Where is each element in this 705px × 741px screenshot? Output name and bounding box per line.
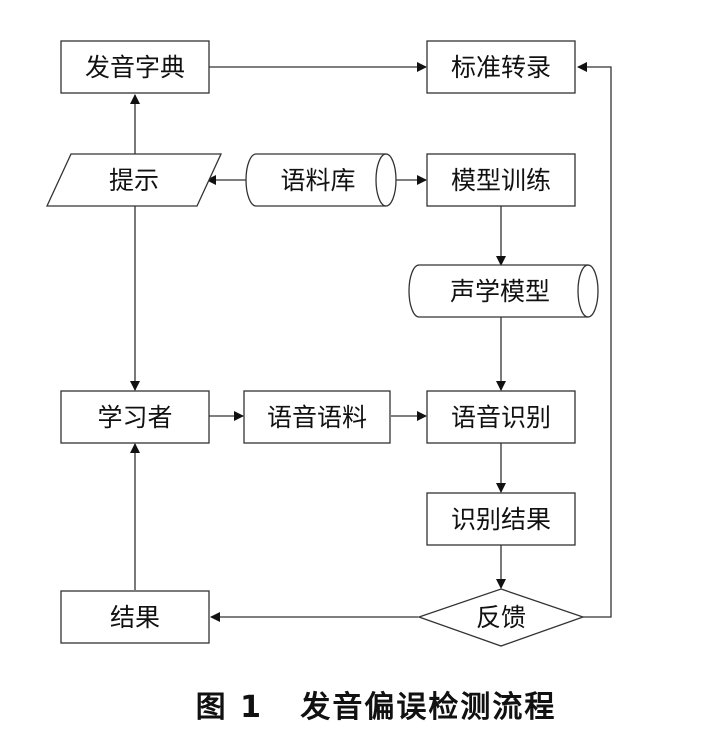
node-label: 语音语料 — [267, 403, 367, 432]
node-feedback: 反馈 — [417, 588, 585, 647]
node-speech-corpus: 语音语料 — [243, 390, 391, 444]
node-recognition-result: 识别结果 — [426, 492, 576, 546]
figure-caption: 图 1 发音偏误检测流程 — [196, 690, 557, 725]
node-speech-recognition: 语音识别 — [426, 390, 576, 444]
node-label: 提示 — [109, 166, 159, 195]
node-corpus: 语料库 — [245, 153, 397, 207]
node-standard-transcription: 标准转录 — [426, 40, 576, 94]
node-label: 结果 — [110, 603, 160, 632]
node-model-training: 模型训练 — [426, 153, 576, 207]
node-label: 模型训练 — [451, 166, 551, 195]
node-prompt: 提示 — [45, 153, 223, 207]
node-pronunciation-dictionary: 发音字典 — [60, 40, 210, 94]
node-label: 声学模型 — [450, 277, 550, 306]
node-label: 发音字典 — [85, 53, 185, 82]
edge-feedback-to-transcription — [577, 62, 612, 618]
node-label: 标准转录 — [451, 53, 551, 82]
node-learner: 学习者 — [60, 390, 210, 444]
node-label: 学习者 — [97, 403, 172, 432]
node-label: 识别结果 — [451, 505, 551, 534]
node-acoustic-model: 声学模型 — [408, 264, 599, 318]
node-label: 语音识别 — [451, 403, 551, 432]
node-label: 语料库 — [280, 166, 355, 195]
node-label: 反馈 — [476, 603, 526, 632]
node-result: 结果 — [60, 590, 210, 644]
